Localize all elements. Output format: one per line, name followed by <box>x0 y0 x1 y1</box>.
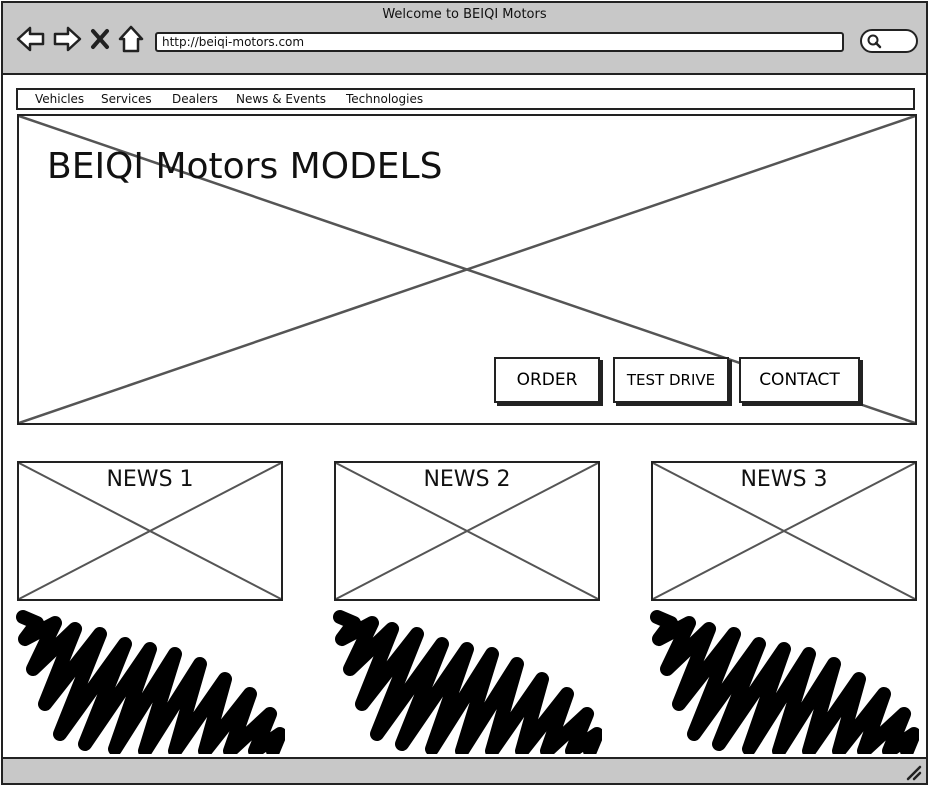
nav-item-technologies[interactable]: Technologies <box>346 92 424 106</box>
hero-title: BEIQI Motors MODELS <box>47 146 443 187</box>
news-image-placeholder <box>336 463 598 599</box>
news-image-placeholder <box>19 463 281 599</box>
nav-item-news-events[interactable]: News & Events <box>236 92 327 106</box>
contact-button[interactable]: CONTACT <box>739 357 860 403</box>
news-image-placeholder <box>653 463 915 599</box>
back-arrow-icon[interactable] <box>15 23 47 55</box>
scribble-placeholder-2 <box>333 610 602 754</box>
news-title: NEWS 2 <box>423 467 511 492</box>
nav-item-vehicles[interactable]: Vehicles <box>35 92 85 106</box>
url-input[interactable]: http://beiqi-motors.com <box>155 32 844 52</box>
order-button[interactable]: ORDER <box>494 357 600 403</box>
main-nav: Vehicles Services Dealers News & Events … <box>16 88 915 110</box>
browser-chrome: Welcome to BEIQI Motors http://beiqi-mot… <box>3 3 926 75</box>
news-card-2[interactable]: NEWS 2 <box>334 461 600 601</box>
status-bar <box>3 757 926 783</box>
scribble-placeholder-3 <box>650 610 919 754</box>
nav-item-services[interactable]: Services <box>101 92 152 106</box>
test-drive-button[interactable]: TEST DRIVE <box>613 357 729 403</box>
scribble-placeholder-1 <box>16 610 285 754</box>
news-card-1[interactable]: NEWS 1 <box>17 461 283 601</box>
home-icon[interactable] <box>117 23 145 55</box>
news-card-3[interactable]: NEWS 3 <box>651 461 917 601</box>
window-title: Welcome to BEIQI Motors <box>382 7 547 22</box>
search-icon <box>866 33 882 53</box>
resize-grip-icon[interactable] <box>904 763 922 781</box>
close-icon[interactable] <box>89 23 111 55</box>
hero-banner: BEIQI Motors MODELS ORDER TEST DRIVE CON… <box>17 114 917 425</box>
nav-item-dealers[interactable]: Dealers <box>172 92 218 106</box>
news-title: NEWS 1 <box>106 467 194 492</box>
forward-arrow-icon[interactable] <box>51 23 83 55</box>
browser-search-field[interactable] <box>860 29 918 53</box>
news-title: NEWS 3 <box>740 467 828 492</box>
